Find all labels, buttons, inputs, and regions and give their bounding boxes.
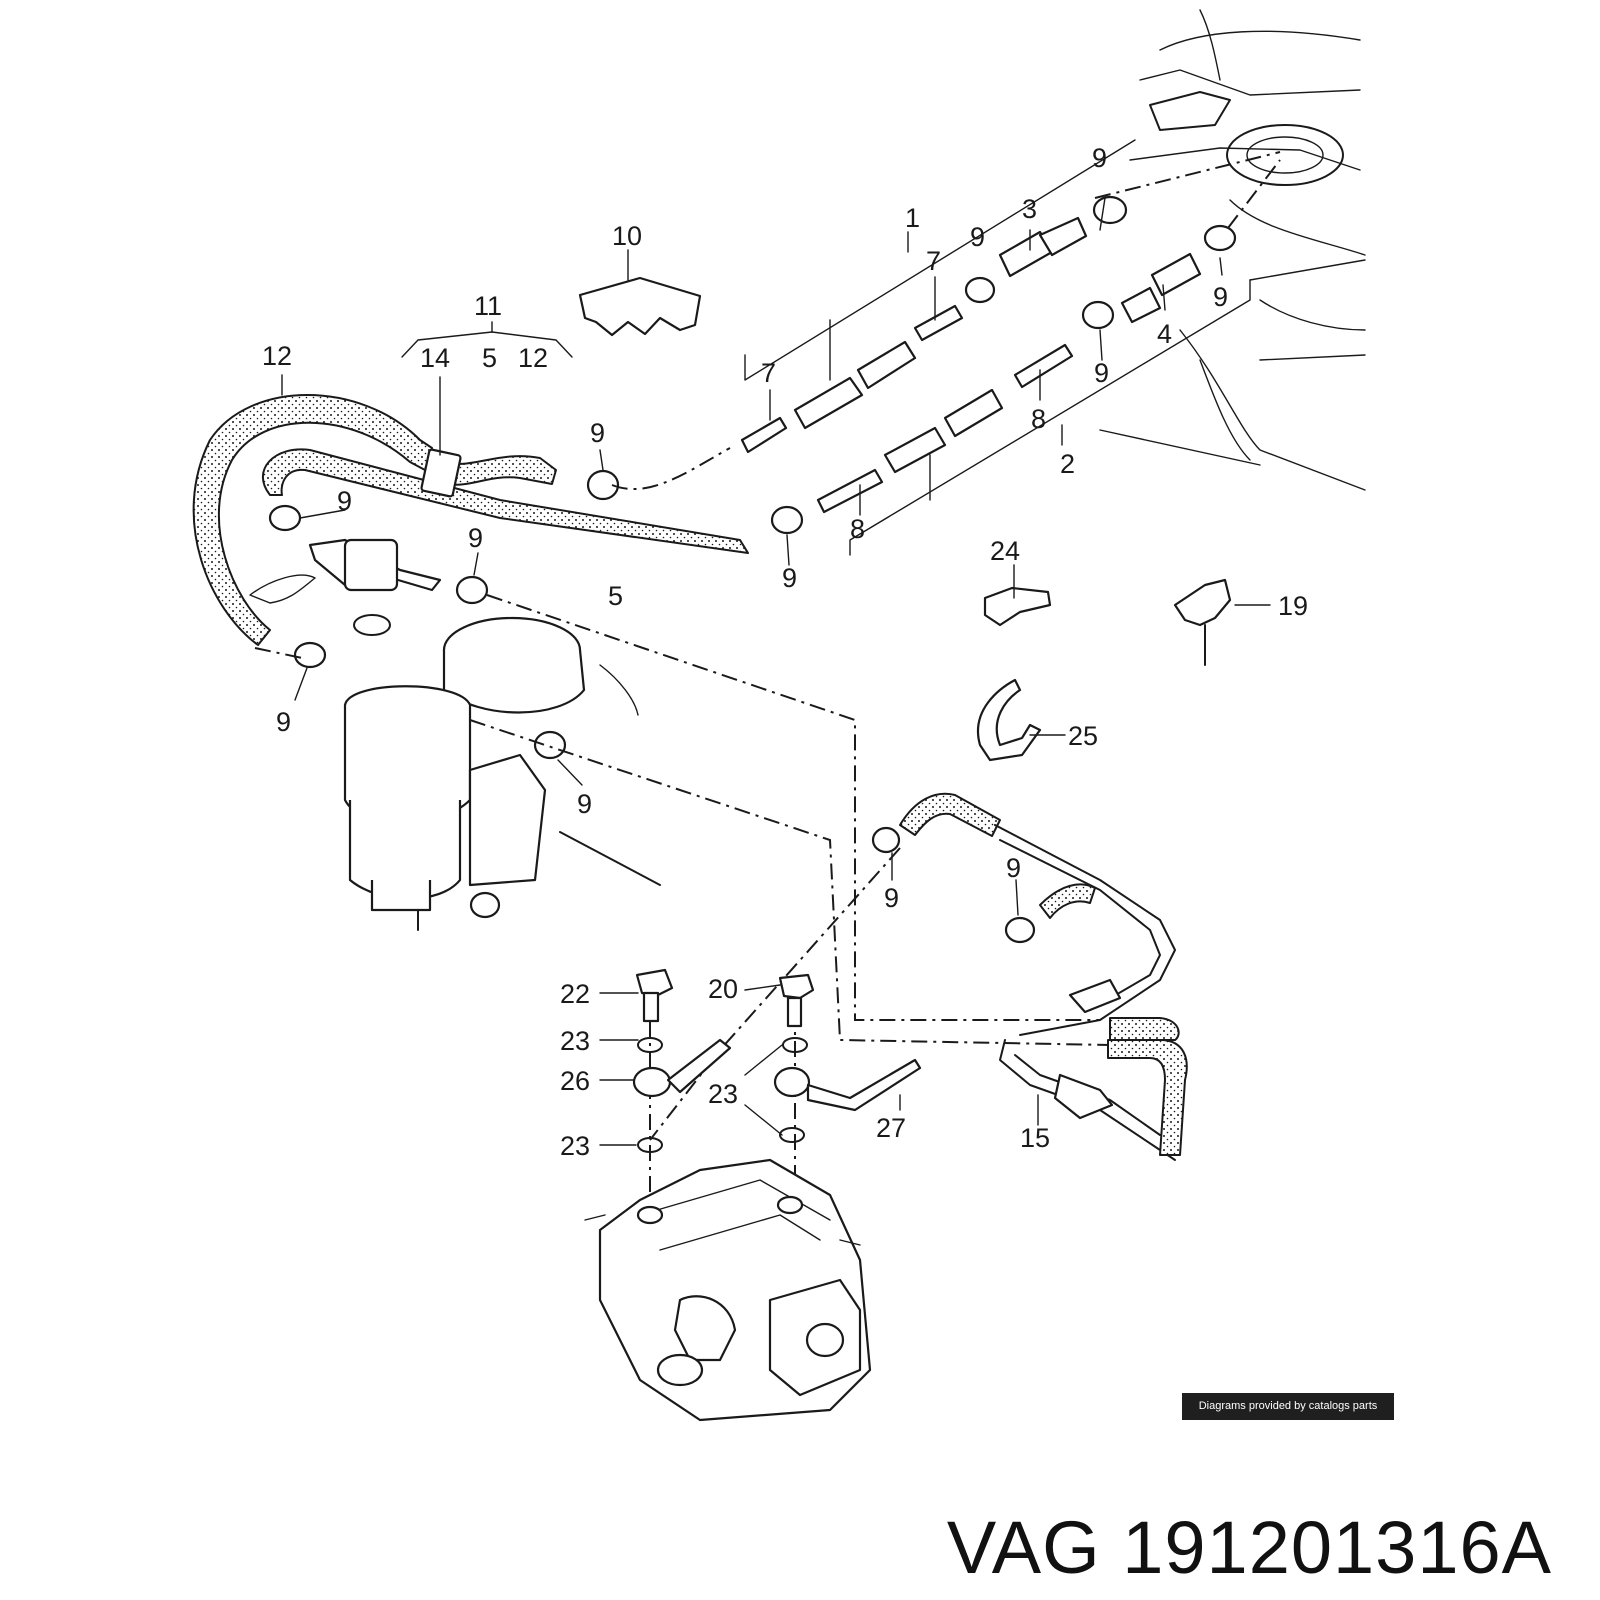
callout-9i: 9 [276, 707, 291, 737]
part-number: 191201316A [1122, 1506, 1552, 1589]
line-clip-10 [578, 276, 702, 337]
part-title: VAG 191201316A [947, 1505, 1552, 1590]
fuel-tube-row-1 [740, 216, 1088, 454]
callout-9h: 9 [468, 523, 483, 553]
callout-8a: 8 [1031, 404, 1046, 434]
callout-9e: 9 [590, 418, 605, 448]
callout-9j: 9 [577, 789, 592, 819]
callout-12b: 12 [518, 343, 548, 373]
callout-27: 27 [876, 1113, 906, 1143]
fuel-filter-assembly [249, 538, 661, 931]
callout-7b: 7 [761, 358, 776, 388]
callout-9d: 9 [1094, 358, 1109, 388]
callout-25: 25 [1068, 721, 1098, 751]
callout-9k: 9 [884, 883, 899, 913]
cable-tie-25 [977, 678, 1042, 762]
clip-24 [983, 586, 1052, 627]
callout-7a: 7 [926, 246, 941, 276]
callout-11: 11 [474, 291, 502, 321]
fuel-tube-row-2 [816, 252, 1202, 514]
callout-23c: 23 [560, 1131, 590, 1161]
hose-clamp-group [268, 195, 1237, 944]
callout-26: 26 [560, 1066, 590, 1096]
callout-9f: 9 [782, 563, 797, 593]
callout-9a: 9 [1092, 143, 1107, 173]
brand-name: VAG [946, 1506, 1101, 1589]
callout-24: 24 [990, 536, 1020, 566]
callout-9b: 9 [970, 222, 985, 252]
callout-3: 3 [1022, 194, 1037, 224]
callout-22: 22 [560, 979, 590, 1009]
callout-1: 1 [905, 203, 920, 233]
callout-8b: 8 [850, 514, 865, 544]
fuel-hose-5 [261, 448, 749, 554]
callout-5: 5 [608, 581, 623, 611]
leader-lines [281, 197, 1271, 1146]
callout-9g: 9 [337, 486, 352, 516]
callout-4: 4 [1157, 319, 1172, 349]
callout-10: 10 [612, 221, 642, 251]
callout-5-group: 5 [482, 343, 497, 373]
hose-band-14 [420, 448, 462, 498]
callout-9c: 9 [1213, 282, 1228, 312]
fuel-hose-12 [192, 394, 433, 646]
fuel-pipe-assembly-15 [899, 792, 1188, 1161]
callout-19: 19 [1278, 591, 1308, 621]
diagram-credit-badge: Diagrams provided by catalogs parts [1182, 1393, 1394, 1420]
group-bracket-1 [744, 139, 1136, 381]
callout-20: 20 [708, 974, 738, 1004]
fuel-hose-upper [444, 455, 557, 486]
callout-12a: 12 [262, 341, 292, 371]
banjo-fittings [632, 968, 922, 1153]
clip-19 [1173, 578, 1232, 627]
callout-14: 14 [420, 343, 450, 373]
callout-labels: 1 2 3 4 5 5 7 7 8 8 9 9 9 9 9 9 9 9 9 9 … [262, 143, 1308, 1161]
callout-23b: 23 [708, 1079, 738, 1109]
callout-23a: 23 [560, 1026, 590, 1056]
injection-pump [584, 1158, 872, 1422]
callout-2: 2 [1060, 449, 1075, 479]
callout-15: 15 [1020, 1123, 1050, 1153]
group-bracket-2 [849, 279, 1251, 556]
vehicle-body-outline [1099, 9, 1366, 491]
callout-9l: 9 [1006, 853, 1021, 883]
